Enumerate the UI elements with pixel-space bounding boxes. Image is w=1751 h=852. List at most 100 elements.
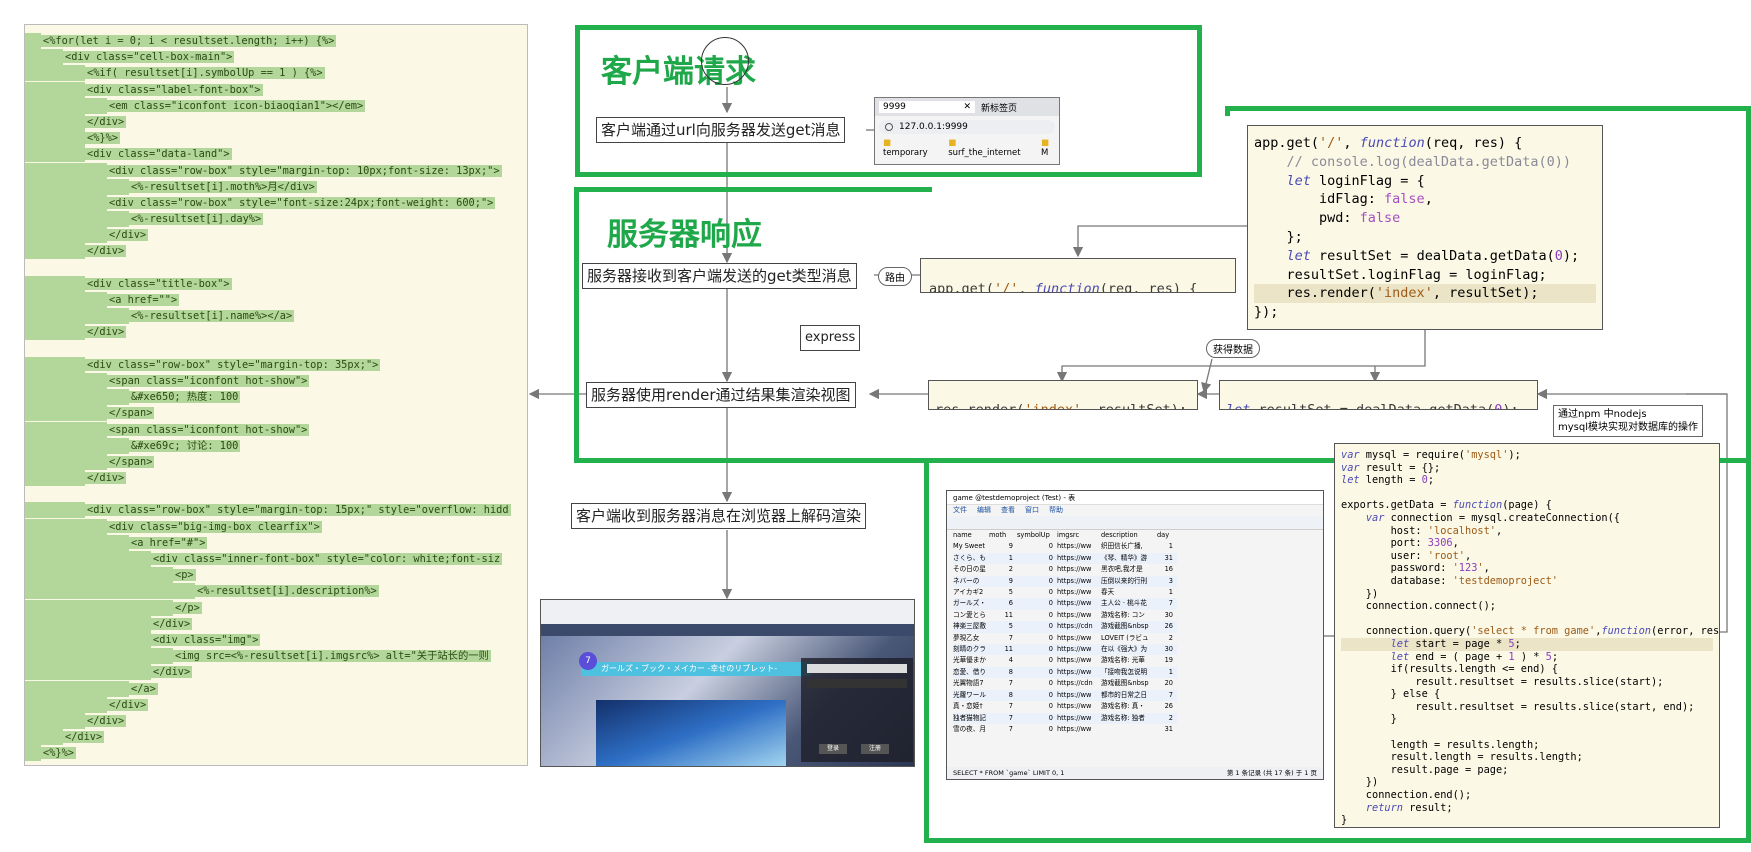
db-cell: 0: [1048, 588, 1053, 597]
db-cell: 春天: [1101, 588, 1115, 597]
db-cell: 11: [1004, 610, 1013, 619]
db-menu-item[interactable]: 文件: [953, 506, 967, 514]
code-line-text: <div class="row-box" style="font-size:24…: [107, 196, 496, 209]
code-line-text: <a href="">: [107, 294, 180, 306]
db-cell: その日の星: [953, 565, 986, 574]
code-line: [25, 260, 527, 276]
route-label: 路由: [878, 267, 912, 286]
db-cell: 0: [1048, 690, 1053, 699]
code-line-text: </span>: [107, 407, 155, 420]
db-cell: 1: [1008, 553, 1013, 562]
db-cell: https://ww: [1057, 565, 1092, 574]
folder-icon: ■: [1040, 138, 1050, 148]
db-cell: 1: [1168, 667, 1173, 676]
route-code-line: // console.log(dealData.getData(0)): [1254, 153, 1571, 170]
db-status-right: 第 1 条记录 (共 17 条) 于 1 页: [1226, 769, 1317, 777]
code-line: <%-resultset[i].moth%>月</div>: [25, 178, 527, 195]
client-request-frame: [575, 25, 1202, 177]
db-cell: 黑衣吧,我才是: [1101, 565, 1143, 574]
step-client-send-get: 客户端通过url向服务器发送get消息: [596, 117, 846, 143]
bookmark-3-label: M: [1040, 148, 1049, 158]
code-line: </div>: [25, 729, 527, 746]
code-line-text: </div>: [85, 245, 127, 258]
db-title: game @testdemoproject (Test) - 表: [953, 493, 1076, 502]
db-cell: 4: [1008, 656, 1013, 665]
db-cell: 31: [1164, 553, 1173, 562]
node-code-line: }: [1341, 713, 1397, 726]
cursor-circle: [701, 37, 749, 85]
node-code-line: let start = page * 5;: [1341, 637, 1713, 651]
code-line-text: <div class="inner-font-box" style="color…: [151, 553, 503, 565]
db-menu-bar: 文件 编辑 查看 窗口 帮助: [947, 505, 1323, 516]
bookmark-1-label: temporary: [883, 148, 928, 158]
db-column-header: description: [1101, 531, 1138, 539]
db-cell: 雪の夜、月: [953, 724, 986, 733]
code-line-text: <p>: [173, 569, 196, 582]
db-cell: 0: [1048, 713, 1053, 722]
db-cell: 19: [1164, 656, 1173, 665]
site-nav-bar: [541, 624, 914, 636]
node-code-line: user: 'root',: [1341, 549, 1472, 562]
node-code-line: let length = 0;: [1341, 474, 1435, 487]
route-code-line: idFlag: false,: [1254, 191, 1433, 208]
db-column-header: moth: [989, 531, 1007, 539]
code-line: <div class="title-box">: [25, 275, 527, 292]
code-line-text: <%-resultset[i].moth%>月</div>: [129, 180, 317, 193]
db-cell: 1: [1168, 588, 1173, 597]
db-cell: 5: [1008, 622, 1013, 631]
db-menu-item[interactable]: 帮助: [1049, 506, 1063, 514]
route-code-line: let resultSet = dealData.getData(0);: [1286, 247, 1580, 264]
site-register-button: 注册: [861, 744, 889, 754]
db-cell: 0: [1048, 599, 1053, 608]
code-line: </div>: [25, 712, 527, 729]
db-cell: 0: [1048, 622, 1053, 631]
code-line: <%-resultset[i].day%>: [25, 211, 527, 228]
node-code-line: var result = {};: [1341, 461, 1441, 474]
code-line: <%}%>: [25, 745, 527, 762]
db-menu-item[interactable]: 窗口: [1025, 506, 1039, 514]
code-line: <div class="data-land">: [25, 146, 527, 163]
db-menu-item[interactable]: 查看: [1001, 506, 1015, 514]
code-line-text: <%-resultset[i].day%>: [129, 213, 264, 226]
route-code-line: resultSet.loginFlag = loginFlag;: [1254, 266, 1547, 283]
db-cell: My Sweet: [953, 542, 985, 551]
db-cell: https://ww: [1057, 667, 1092, 676]
db-cell: 5: [1008, 588, 1013, 597]
code-line-text: </div>: [107, 698, 149, 711]
code-line-text: <div class="img">: [151, 633, 261, 646]
db-cell: 6: [1008, 599, 1013, 608]
site-banner: ガールズ・ブック・メイカー -幸せのリブレット-: [581, 662, 811, 676]
db-cell: https://ww: [1057, 633, 1092, 642]
code-line: </div>: [25, 664, 527, 681]
step-server-render: 服务器使用render通过结果集渲染视图: [586, 382, 856, 408]
db-cell: 3: [1168, 576, 1173, 585]
db-cell: 0: [1048, 656, 1053, 665]
db-cell: https://ww: [1057, 588, 1092, 597]
code-line-text: </div>: [85, 326, 127, 339]
code-line-text: <%-resultset[i].description%>: [195, 585, 379, 598]
db-menu-item[interactable]: 编辑: [977, 506, 991, 514]
db-cell: コン愛とら: [953, 610, 986, 619]
code-line: </div>: [25, 470, 527, 487]
code-line: <%-resultset[i].description%>: [25, 583, 527, 600]
node-code-line: host: 'localhost',: [1341, 524, 1503, 537]
site-login-input-2: [807, 679, 907, 688]
rendered-site-screenshot: ガールズ・ブック・メイカー -幸せのリブレット- 7 登录 注册: [540, 599, 915, 767]
